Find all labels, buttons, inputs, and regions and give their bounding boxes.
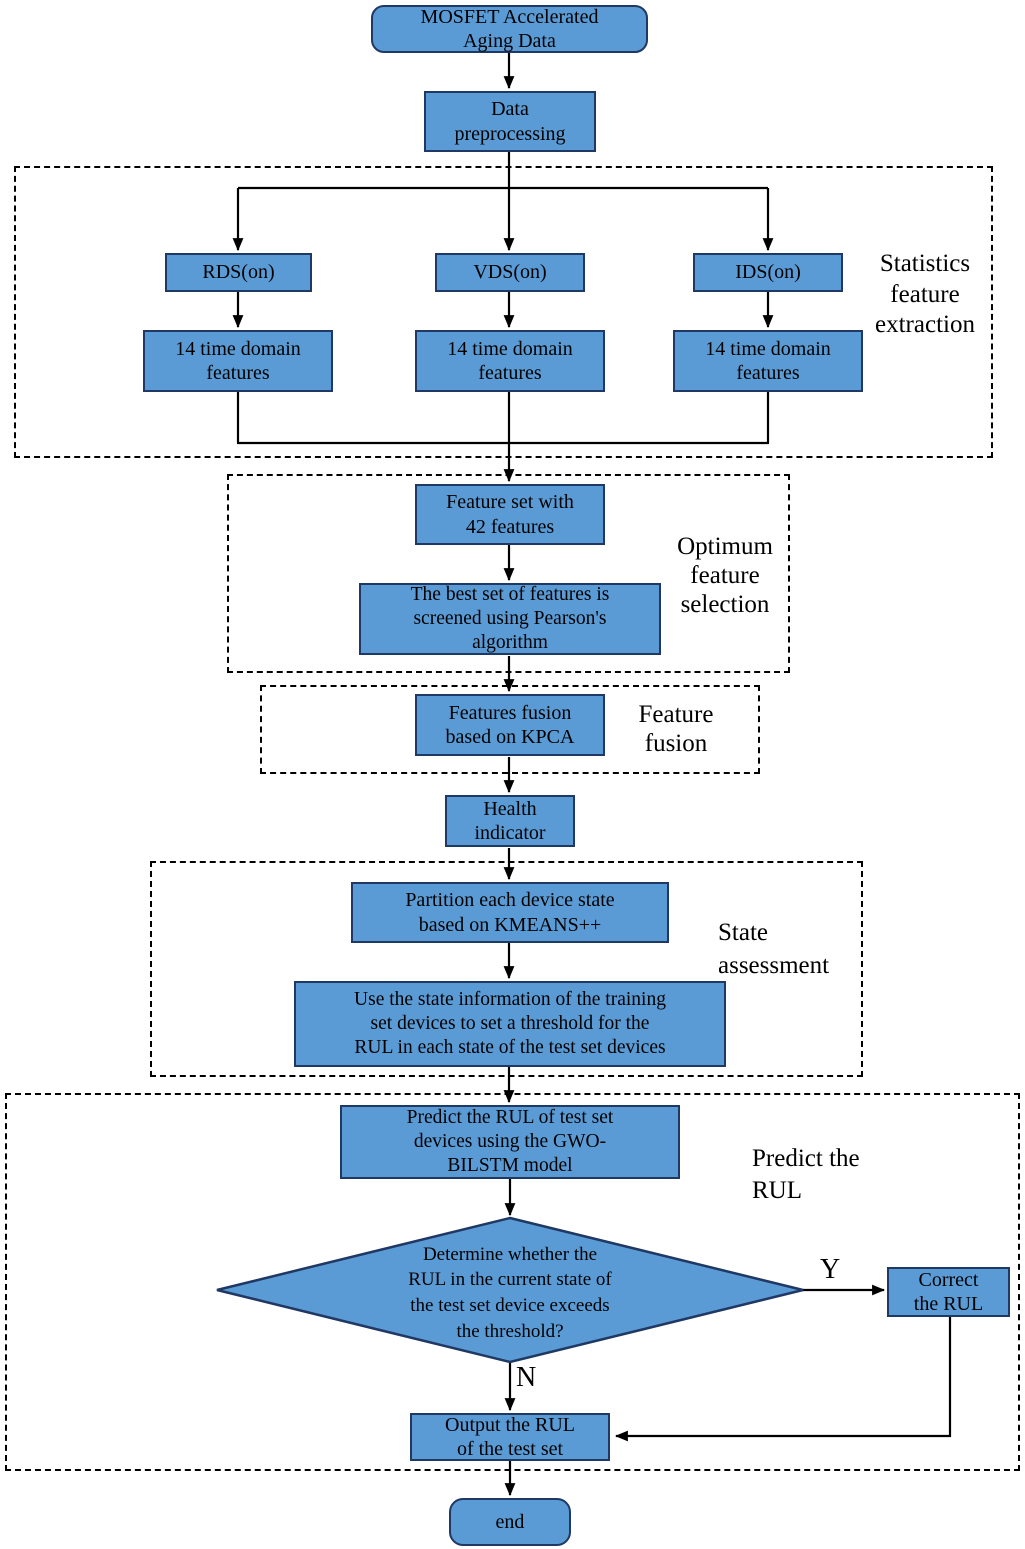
vds-time-domain-features-node: 14 time domain features xyxy=(415,330,605,392)
predict-the-rul-label: Predict the RUL xyxy=(752,1145,860,1204)
threshold-setting-node: Use the state information of the trainin… xyxy=(294,981,726,1067)
state-assessment-label: State assessment xyxy=(718,919,830,979)
rds-on-node: RDS(on) xyxy=(165,253,312,292)
vds-on-node: VDS(on) xyxy=(435,253,585,292)
decision-diamond xyxy=(216,1216,804,1364)
kmeans-partition-node: Partition each device state based on KME… xyxy=(351,882,669,943)
end-node: end xyxy=(449,1498,571,1546)
correct-rul-node: Correct the RUL xyxy=(887,1267,1010,1317)
edge-correct-output xyxy=(614,1317,952,1442)
kpca-fusion-node: Features fusion based on KPCA xyxy=(415,694,605,756)
rds-time-domain-features-node: 14 time domain features xyxy=(143,330,333,392)
health-indicator-node: Health indicator xyxy=(445,795,575,847)
start-node: MOSFET Accelerated Aging Data xyxy=(371,5,648,53)
feature-fusion-label: Feature fusion xyxy=(638,701,714,757)
pearson-screening-node: The best set of features is screened usi… xyxy=(359,583,661,655)
decision-diamond-label: Determine whether the RUL in the current… xyxy=(408,1243,612,1342)
gwo-bilstm-predict-node: Predict the RUL of test set devices usin… xyxy=(340,1105,680,1179)
data-preprocessing-node: Data preprocessing xyxy=(424,91,596,152)
optimum-feature-selection-label: Optimum feature selection xyxy=(677,533,773,618)
state-assessment-region xyxy=(150,861,863,1077)
feature-set-node: Feature set with 42 features xyxy=(415,484,605,545)
ids-time-domain-features-node: 14 time domain features xyxy=(673,330,863,392)
yes-branch-label: Y xyxy=(820,1254,841,1285)
ids-on-node: IDS(on) xyxy=(693,253,843,292)
output-rul-node: Output the RUL of the test set xyxy=(410,1413,610,1461)
statistics-feature-extraction-label: Statistics feature extraction xyxy=(875,250,975,338)
statistics-feature-extraction-region xyxy=(14,166,993,458)
no-branch-label: N xyxy=(516,1362,537,1393)
